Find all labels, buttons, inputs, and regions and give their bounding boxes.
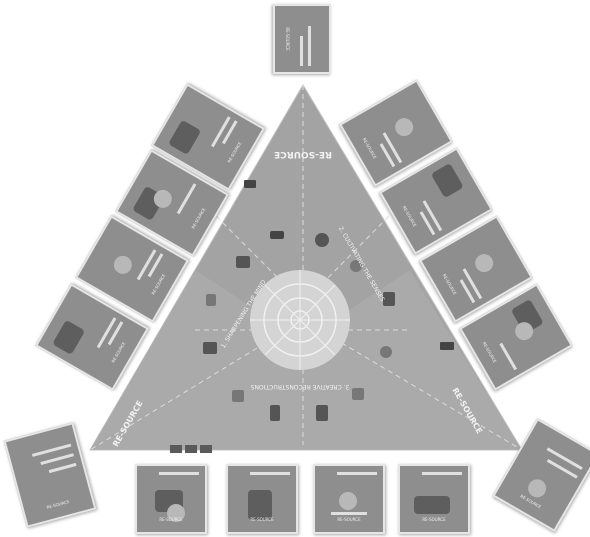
spot-icon-14 (440, 342, 454, 350)
sector-bottom-label: 3. CREATIVE RECONSTRUCTIONS (250, 383, 349, 390)
card-bottom-1[interactable]: RE-SOURCE (135, 464, 207, 534)
spot-icon-10 (270, 405, 280, 421)
card-bottom-2[interactable]: RE-SOURCE (226, 464, 298, 534)
spot-icon-1 (315, 233, 329, 247)
card-label: RE-SOURCE (30, 495, 85, 514)
spot-icon-4 (380, 346, 392, 358)
sponsor-logos (170, 438, 228, 446)
spot-icon-6 (270, 231, 284, 239)
card-bottom-3[interactable]: RE-SOURCE (313, 464, 385, 534)
card-label: RE-SOURCE (234, 517, 290, 522)
card-label: RE-SOURCE (285, 12, 290, 66)
spot-icon-11 (316, 405, 328, 421)
spot-icon-9 (232, 390, 244, 402)
spot-icon-8 (203, 342, 217, 354)
card-bottom-4[interactable]: RE-SOURCE (398, 464, 470, 534)
spot-icon-13 (244, 180, 256, 188)
board-top-label: RE-SOURCE (274, 149, 332, 159)
card-label: RE-SOURCE (406, 517, 462, 522)
card-label: RE-SOURCE (321, 517, 377, 522)
card-label: RE-SOURCE (143, 517, 199, 522)
card-top[interactable]: RE-SOURCE (273, 4, 331, 74)
spot-icon-7 (206, 294, 216, 306)
spot-icon-12 (352, 388, 364, 400)
spot-icon-5 (236, 256, 250, 268)
